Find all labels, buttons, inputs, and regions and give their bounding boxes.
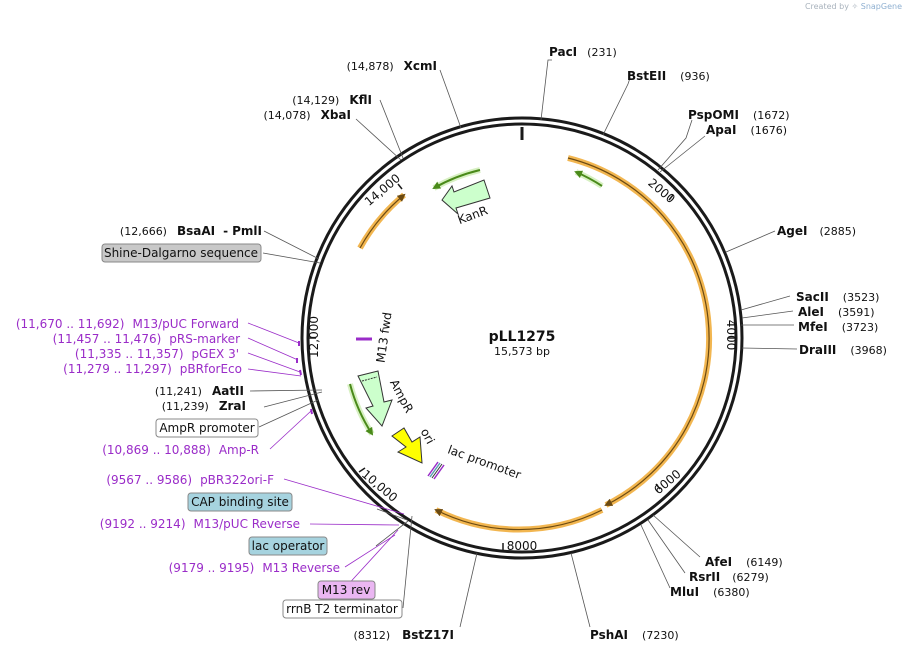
rrnb-box: [282, 599, 403, 619]
site-aatii: (11,241)AatII: [155, 384, 244, 398]
primer-leader-lines: [247, 322, 405, 590]
tick-marks: [309, 183, 735, 550]
ampr-promoter-box: [155, 418, 259, 438]
site-pspomi: PspOMI(1672): [688, 108, 790, 122]
site-bsteii: BstEII(936): [627, 69, 710, 83]
backbone-inner: [306, 122, 738, 554]
left-primer-ticks: [296, 341, 313, 415]
site-mlui: MluI(6380): [670, 585, 750, 599]
green-arc-kanr-line: [432, 169, 481, 189]
snapgene-credit: Created by ✧ SnapGene: [805, 2, 902, 11]
cap-box: [187, 492, 293, 512]
plasmid-name: pLL1275: [489, 329, 556, 345]
plasmid-size: 15,573 bp: [494, 345, 550, 358]
orf-arc-right: [567, 155, 713, 508]
site-apai: ApaI(1676): [706, 123, 787, 137]
rrnb-label: rrnB T2 terminator: [286, 602, 398, 616]
kanr-arrow: [441, 179, 491, 216]
m13-rev-box: [317, 580, 376, 600]
ampr-arrow: [357, 370, 393, 427]
site-xcmi: (14,878)XcmI: [347, 59, 437, 73]
site-xbai: (14,078)XbaI: [264, 108, 351, 122]
shine-dalgarno-box: [101, 243, 262, 263]
orf-arc-bottom-line: [434, 509, 603, 531]
site-rsrii: RsrII(6279): [689, 570, 769, 584]
site-alei: AleI(3591): [798, 305, 875, 319]
backbone-outer: [300, 116, 744, 560]
site-paci: PacI(231): [549, 45, 617, 59]
primer-m13puc-reverse: (9192 .. 9214)M13/pUC Reverse: [100, 517, 300, 531]
site-pshai: PshAI(7230): [590, 628, 679, 642]
lac-region-marks: [427, 461, 445, 480]
tick-4000: 4000: [724, 320, 738, 351]
tick-8000: 8000: [507, 539, 538, 553]
primer-m13puc-forward: (11,670 .. 11,692)M13/pUC Forward: [16, 317, 239, 331]
site-bstz17i: (8312)BstZ17I: [354, 628, 454, 642]
lac-promoter-label: lac promoter: [446, 443, 523, 482]
credit-brand: SnapGene: [860, 2, 902, 11]
credit-text: Created by: [804, 2, 849, 11]
site-draiii: DraIII(3968): [799, 343, 887, 357]
lac-operator-box: [248, 536, 328, 556]
shine-dalgarno-label: Shine-Dalgarno sequence: [104, 246, 258, 260]
ori-label: ori: [418, 426, 438, 446]
primer-prs-marker: (11,457 .. 11,476)pRS-marker: [53, 332, 240, 346]
green-arc-top-right-line: [574, 170, 603, 187]
primer-pbrforeco: (11,279 .. 11,297)pBRforEco: [63, 362, 242, 376]
site-sacii: SacII(3523): [796, 290, 879, 304]
site-afei: AfeI(6149): [705, 555, 783, 569]
m13-fwd-label: M13 fwd: [374, 311, 395, 363]
site-mfei: MfeI(3723): [798, 320, 878, 334]
tick-12000: 12,000: [307, 316, 321, 358]
primer-pbr322ori: (9567 .. 9586)pBR322ori-F: [106, 473, 274, 487]
primer-ampr: (10,869 .. 10,888)Amp-R: [102, 443, 259, 457]
leader-lines: [249, 59, 798, 628]
site-bsaai-pmli: (12,666)BsaAI-PmlI: [120, 224, 262, 238]
ampr-label: AmpR: [387, 377, 416, 415]
lac-operator-label: lac operator: [252, 539, 325, 553]
orf-arc-right-line: [567, 157, 710, 506]
primer-pgex3: (11,335 .. 11,357)pGEX 3': [75, 347, 239, 361]
site-agei: AgeI(2885): [777, 224, 856, 238]
primer-m13-reverse: (9179 .. 9195)M13 Reverse: [169, 561, 340, 575]
ori-arrow: [391, 427, 423, 464]
green-arc-ampr-line: [349, 383, 374, 436]
snapgene-logo-icon: ✧: [851, 2, 859, 11]
ampr-arrow-dash: [361, 376, 378, 382]
cap-label: CAP binding site: [191, 495, 289, 509]
orf-arc-left-line: [359, 193, 406, 249]
ampr-promoter-label: AmpR promoter: [159, 421, 254, 435]
site-kfli: (14,129)KflI: [292, 93, 372, 107]
site-zrai: (11,239)ZraI: [162, 399, 246, 413]
m13-rev-label: M13 rev: [322, 583, 371, 597]
